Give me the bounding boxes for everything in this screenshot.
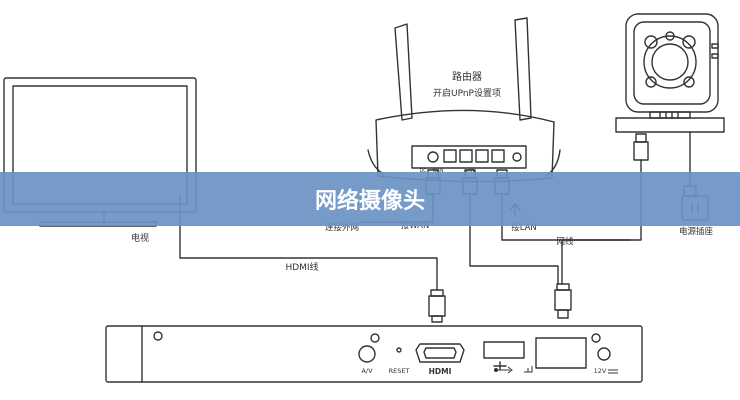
- power-socket-label: 电源插座: [679, 226, 714, 237]
- ethernet-icon: [524, 366, 533, 373]
- lan-label: 接LAN: [511, 222, 537, 233]
- title-banner: 网络摄像头: [0, 172, 740, 226]
- router-icon: [367, 17, 561, 183]
- port-hdmi-label: HDMI: [429, 367, 452, 376]
- port-reset-label: RESET: [389, 367, 410, 375]
- router-title: 路由器: [452, 70, 482, 83]
- dc-power-icon: [608, 369, 618, 374]
- hdmi-cable-label: HDMI线: [285, 261, 318, 273]
- usb-icon: [494, 366, 513, 374]
- camera-icon: [615, 13, 725, 133]
- banner-title: 网络摄像头: [315, 188, 425, 214]
- hdmi-cable: [179, 195, 446, 323]
- port-wan-small-label: WAN: [433, 168, 444, 174]
- port-dc-small-label: DC: [420, 168, 427, 174]
- port-lan-small-label: LAN: [465, 168, 474, 174]
- network-cable-label: 网线: [556, 236, 574, 247]
- connect-extranet-label: 连接外网: [325, 222, 359, 233]
- port-12v-label: 12V: [594, 367, 607, 375]
- port-av-label: A/V: [361, 367, 373, 375]
- router-subtitle: 开启UPnP设置项: [433, 87, 501, 99]
- tv-label: 电视: [131, 232, 149, 244]
- receiver-box: [105, 325, 643, 383]
